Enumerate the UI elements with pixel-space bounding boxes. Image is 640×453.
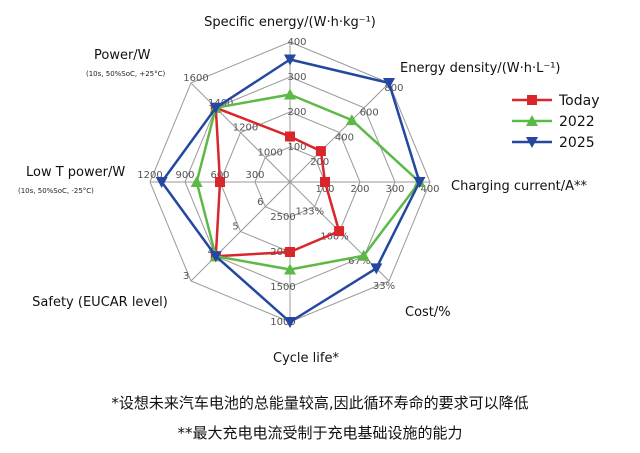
series-point-2025 xyxy=(284,54,296,66)
axis-sublabel: (10s, 50%SoC, +25°C) xyxy=(86,70,166,78)
tick-label: 1000 xyxy=(257,147,282,158)
tick-label: 400 xyxy=(420,184,439,195)
series-point-2022 xyxy=(284,88,296,100)
series-point-2025 xyxy=(155,177,168,188)
tick-label: 100 xyxy=(315,184,334,195)
series-point-2025 xyxy=(413,177,426,188)
tick-label: 67% xyxy=(348,256,370,267)
tick-label: 1200 xyxy=(137,170,162,181)
axis-title: Energy density/(W·h·L⁻¹) xyxy=(400,61,561,76)
series-point-today xyxy=(334,226,345,237)
tick-label: 3 xyxy=(183,271,189,282)
series-point-2025 xyxy=(209,251,222,263)
axis-title: Safety (EUCAR level) xyxy=(32,295,168,310)
spoke-2 xyxy=(289,82,390,183)
tick-label: 300 xyxy=(385,184,404,195)
tick-label: 900 xyxy=(175,170,194,181)
axis-sublabel: (10s, 50%SoC, -25°C) xyxy=(18,187,94,195)
tick-label: 600 xyxy=(360,108,379,119)
tick-label: 6 xyxy=(257,197,263,208)
spoke-8 xyxy=(190,82,291,183)
axis-title: Low T power/W xyxy=(26,165,125,180)
tick-label: 400 xyxy=(335,133,354,144)
tick-label: 133% xyxy=(296,207,325,218)
series-point-today xyxy=(285,247,295,257)
tick-label: 200 xyxy=(287,107,306,118)
axis-title: Specific energy/(W·h·kg⁻¹) xyxy=(204,15,376,30)
series-point-2022 xyxy=(190,176,203,187)
tick-label: 200 xyxy=(350,184,369,195)
series-point-2025 xyxy=(209,102,222,114)
tick-label: 200 xyxy=(310,157,329,168)
tick-label: 1000 xyxy=(270,317,295,328)
radar-chart: 100 200 300 400 200 400 600 800 100 200 300 400 133%… xyxy=(18,15,600,366)
tick-label: 1500 xyxy=(270,282,295,293)
axis-title: Cost/% xyxy=(405,305,451,320)
legend-label-2025: 2025 xyxy=(559,135,595,151)
tick-label: 1200 xyxy=(233,123,258,134)
spoke-6 xyxy=(190,181,291,282)
footnote-cycle-life: *设想未来汽车电池的总能量较高,因此循环寿命的要求可以降低 xyxy=(111,394,529,412)
axis-title: Cycle life* xyxy=(273,351,339,366)
series-point-2025 xyxy=(284,317,296,328)
legend-label-today: Today xyxy=(558,93,600,109)
series-point-2025 xyxy=(382,78,395,90)
legend-label-2022: 2022 xyxy=(559,114,595,130)
series-point-2022 xyxy=(345,114,358,126)
legend-marker-2022 xyxy=(526,115,538,126)
tick-label: 33% xyxy=(373,281,395,292)
axis-title: Power/W xyxy=(94,48,151,63)
series-point-today xyxy=(315,146,326,157)
series-point-today xyxy=(285,131,295,142)
tick-label: 300 xyxy=(245,170,264,181)
tick-label: 100% xyxy=(320,231,349,242)
tick-label: 100 xyxy=(287,142,306,153)
series-point-2022 xyxy=(284,263,296,275)
legend-marker-2025 xyxy=(526,137,538,148)
series-point-2022 xyxy=(357,249,370,261)
legend-marker-today xyxy=(527,95,537,105)
footnote-charging-current: **最大充电电流受制于充电基础设施的能力 xyxy=(177,424,463,442)
tick-label: 800 xyxy=(384,83,403,94)
tick-label: 1600 xyxy=(183,73,208,84)
tick-label: 5 xyxy=(232,222,238,233)
series-point-today xyxy=(215,177,225,187)
tick-label: 300 xyxy=(287,72,306,83)
axis-title: Charging current/A** xyxy=(451,179,588,194)
series-point-today xyxy=(320,177,330,187)
tick-label: 2500 xyxy=(270,212,295,223)
series-point-2025 xyxy=(370,263,383,275)
tick-label: 400 xyxy=(287,37,306,48)
